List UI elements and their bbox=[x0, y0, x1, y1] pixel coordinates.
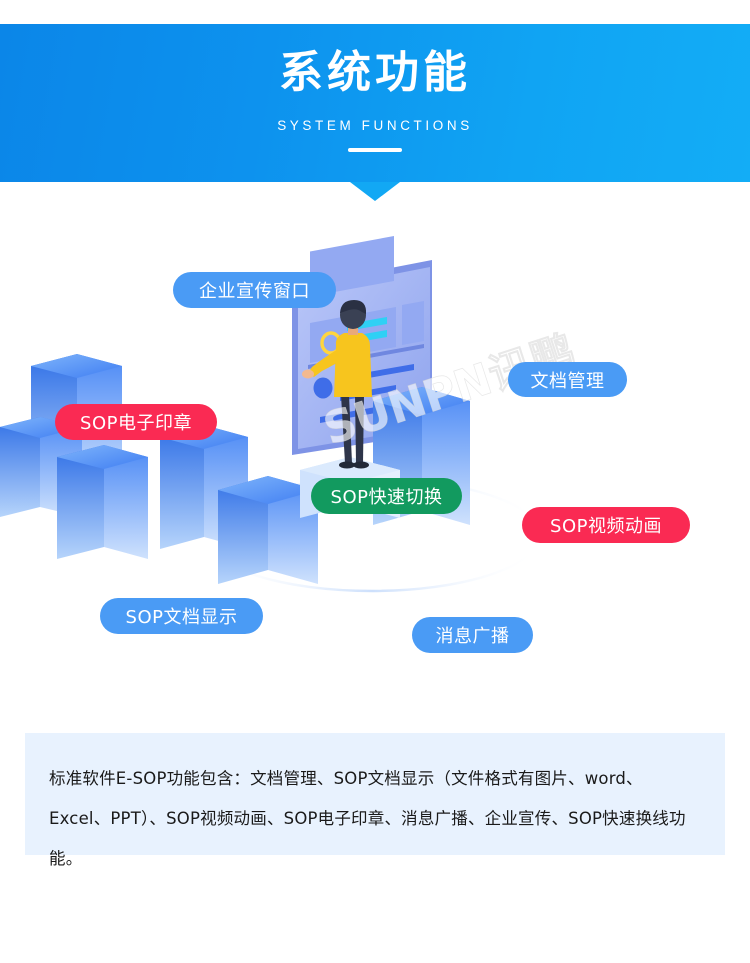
isometric-illustration: SUNPN讯鹏 bbox=[0, 235, 582, 593]
label-text: SOP快速切换 bbox=[330, 487, 443, 508]
label-text: SOP电子印章 bbox=[80, 413, 192, 434]
label-xiaoxi-guangbo[interactable]: 消息广播 bbox=[412, 617, 533, 653]
bar-block-mid bbox=[57, 445, 148, 559]
title-underline-divider bbox=[348, 148, 402, 152]
label-wendang-guanli[interactable]: 文档管理 bbox=[508, 362, 627, 397]
person-figure bbox=[302, 300, 372, 469]
banner-arrow-icon bbox=[350, 182, 400, 201]
label-sop-shipin-donghua[interactable]: SOP视频动画 bbox=[522, 507, 690, 543]
page-title: 系统功能 bbox=[279, 47, 471, 98]
description-text: 标准软件E-SOP功能包含：文档管理、SOP文档显示（文件格式有图片、word、… bbox=[49, 769, 686, 868]
label-qiye-xuanchuan-chuangkou[interactable]: 企业宣传窗口 bbox=[173, 272, 336, 308]
label-text: 企业宣传窗口 bbox=[199, 281, 310, 302]
header-banner bbox=[0, 24, 750, 182]
label-text: 消息广播 bbox=[435, 626, 510, 647]
description-panel: 标准软件E-SOP功能包含：文档管理、SOP文档显示（文件格式有图片、word、… bbox=[25, 733, 725, 868]
label-sop-dianzi-yinzhang[interactable]: SOP电子印章 bbox=[55, 404, 217, 440]
label-sop-wendang-xianshi[interactable]: SOP文档显示 bbox=[100, 598, 263, 634]
avatar-dot-icon bbox=[313, 377, 333, 399]
label-text: SOP文档显示 bbox=[125, 607, 238, 628]
page-subtitle: SYSTEM FUNCTIONS bbox=[277, 118, 473, 133]
label-sop-kuaisu-qiehuan[interactable]: SOP快速切换 bbox=[311, 478, 462, 514]
label-text: 文档管理 bbox=[530, 370, 605, 392]
label-text: SOP视频动画 bbox=[550, 516, 662, 537]
illustration-stage: SUNPN讯鹏 bbox=[0, 205, 750, 705]
